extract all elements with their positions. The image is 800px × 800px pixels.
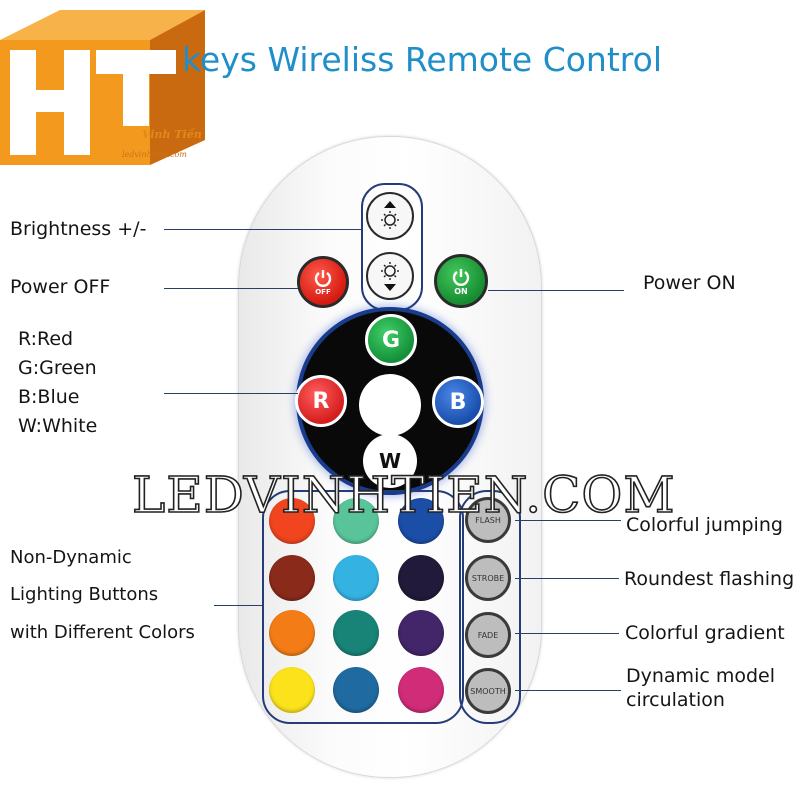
- fade-button[interactable]: FADE: [465, 612, 511, 658]
- red-button[interactable]: R: [295, 375, 347, 427]
- brightness-down-button[interactable]: [366, 252, 414, 300]
- brightness-frame: [361, 183, 423, 311]
- ht-logo: [0, 10, 205, 165]
- power-off-label: Power OFF: [10, 276, 111, 298]
- brightness-down-icon: [381, 262, 399, 291]
- brightness-line: [164, 229, 362, 230]
- dynamic-model-label-2: circulation: [626, 689, 725, 711]
- non-dynamic-label-1: Non-Dynamic: [10, 547, 132, 568]
- power-on-label: Power ON: [643, 272, 736, 294]
- green-letter: G: [381, 327, 401, 353]
- page-title: keys Wireliss Remote Control: [182, 40, 662, 79]
- color-button[interactable]: [333, 667, 379, 713]
- power-off-line: [164, 288, 298, 289]
- non-dynamic-label-3: with Different Colors: [10, 622, 195, 643]
- colorful-jumping-line: [515, 520, 621, 521]
- white-w-button[interactable]: W: [363, 434, 417, 488]
- color-button[interactable]: [398, 610, 444, 656]
- watermark: LEDVINHTIEN.COM: [131, 465, 676, 525]
- power-off-button[interactable]: OFF: [297, 256, 349, 308]
- strobe-label: STROBE: [471, 573, 505, 583]
- color-button[interactable]: [398, 498, 444, 544]
- roundest-flashing-line: [515, 578, 619, 579]
- brightness-up-icon: [381, 201, 399, 229]
- green-button[interactable]: G: [365, 314, 417, 366]
- white-center-button[interactable]: [359, 374, 421, 436]
- mode-frame: [459, 490, 521, 724]
- power-on-text: ON: [454, 286, 468, 296]
- rgbw-label-b: B:Blue: [18, 386, 80, 408]
- color-button[interactable]: [269, 610, 315, 656]
- white-letter: W: [378, 449, 402, 473]
- colorful-jumping-label: Colorful jumping: [626, 514, 783, 536]
- colorful-gradient-line: [515, 633, 619, 634]
- fade-label: FADE: [477, 630, 499, 640]
- power-off-text: OFF: [315, 288, 331, 296]
- blue-button[interactable]: B: [432, 376, 484, 428]
- non-dynamic-line: [214, 605, 264, 606]
- color-grid-frame: [262, 490, 464, 724]
- roundest-flashing-label: Roundest flashing: [624, 568, 795, 590]
- colorful-gradient-label: Colorful gradient: [625, 622, 785, 644]
- flash-label: FLASH: [475, 515, 501, 525]
- blue-letter: B: [449, 389, 467, 415]
- dynamic-model-line: [515, 690, 621, 691]
- smooth-button[interactable]: SMOOTH: [465, 668, 511, 714]
- non-dynamic-label-2: Lighting Buttons: [10, 584, 159, 605]
- logo-url: ledvinhtien.com: [122, 150, 187, 159]
- power-off-icon: [314, 270, 332, 287]
- brightness-up-button[interactable]: [366, 192, 414, 240]
- color-button[interactable]: [398, 667, 444, 713]
- color-button[interactable]: [333, 610, 379, 656]
- color-button[interactable]: [269, 498, 315, 544]
- rgbw-label-g: G:Green: [18, 357, 97, 379]
- color-button[interactable]: [333, 555, 379, 601]
- power-on-icon: [452, 268, 470, 286]
- color-button[interactable]: [269, 667, 315, 713]
- color-button[interactable]: [398, 555, 444, 601]
- dynamic-model-label-1: Dynamic model: [626, 665, 775, 687]
- color-button[interactable]: [269, 555, 315, 601]
- red-letter: R: [312, 388, 330, 414]
- color-button[interactable]: [333, 498, 379, 544]
- smooth-label: SMOOTH: [470, 686, 506, 696]
- logo-brand: Vinh Tiến: [142, 128, 202, 141]
- rgbw-label-w: W:White: [18, 415, 98, 437]
- rgbw-label-r: R:Red: [18, 328, 74, 350]
- brightness-label: Brightness +/-: [10, 218, 147, 240]
- strobe-button[interactable]: STROBE: [465, 555, 511, 601]
- rgbw-line: [164, 393, 298, 394]
- flash-button[interactable]: FLASH: [465, 497, 511, 543]
- power-on-line: [488, 290, 624, 291]
- power-on-button[interactable]: ON: [434, 254, 488, 308]
